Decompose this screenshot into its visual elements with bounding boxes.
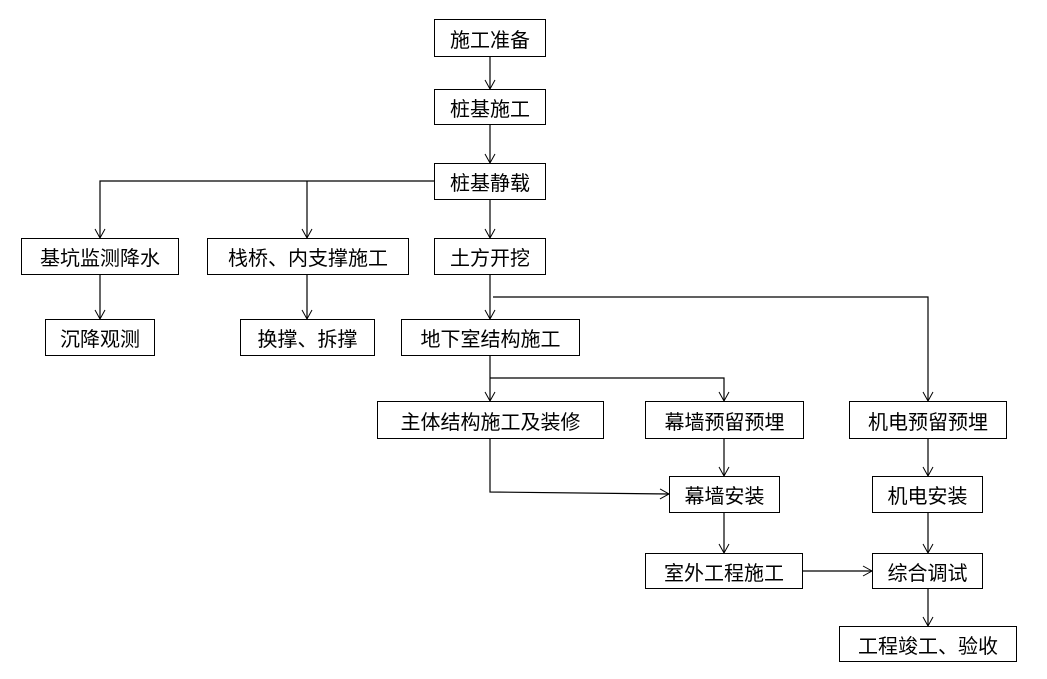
node-basement-structure: 地下室结构施工 bbox=[401, 319, 580, 356]
edge-n6-n12 bbox=[493, 296, 934, 403]
edge-n9-n11 bbox=[490, 377, 730, 403]
edge-n3-n4 bbox=[94, 180, 434, 240]
node-support-replacement: 换撑、拆撑 bbox=[240, 319, 375, 356]
node-outdoor-works: 室外工程施工 bbox=[645, 553, 803, 589]
node-pit-monitoring-dewatering: 基坑监测降水 bbox=[21, 238, 179, 275]
node-trestle-support: 栈桥、内支撑施工 bbox=[207, 238, 409, 275]
node-curtain-wall-embedment: 幕墙预留预埋 bbox=[645, 401, 804, 439]
node-excavation: 土方开挖 bbox=[434, 238, 546, 275]
node-main-structure-decoration: 主体结构施工及装修 bbox=[377, 401, 604, 439]
node-curtain-wall-install: 幕墙安装 bbox=[669, 476, 780, 513]
node-completion-acceptance: 工程竣工、验收 bbox=[839, 626, 1017, 662]
edge-n10-n13 bbox=[489, 439, 671, 500]
node-mep-embedment: 机电预留预埋 bbox=[849, 401, 1007, 439]
node-settlement-observation: 沉降观测 bbox=[45, 319, 155, 356]
node-commissioning: 综合调试 bbox=[872, 553, 983, 589]
node-construction-prep: 施工准备 bbox=[434, 19, 546, 57]
node-mep-install: 机电安装 bbox=[872, 476, 983, 513]
node-pile-construction: 桩基施工 bbox=[434, 89, 546, 125]
node-pile-load-test: 桩基静载 bbox=[434, 163, 546, 200]
